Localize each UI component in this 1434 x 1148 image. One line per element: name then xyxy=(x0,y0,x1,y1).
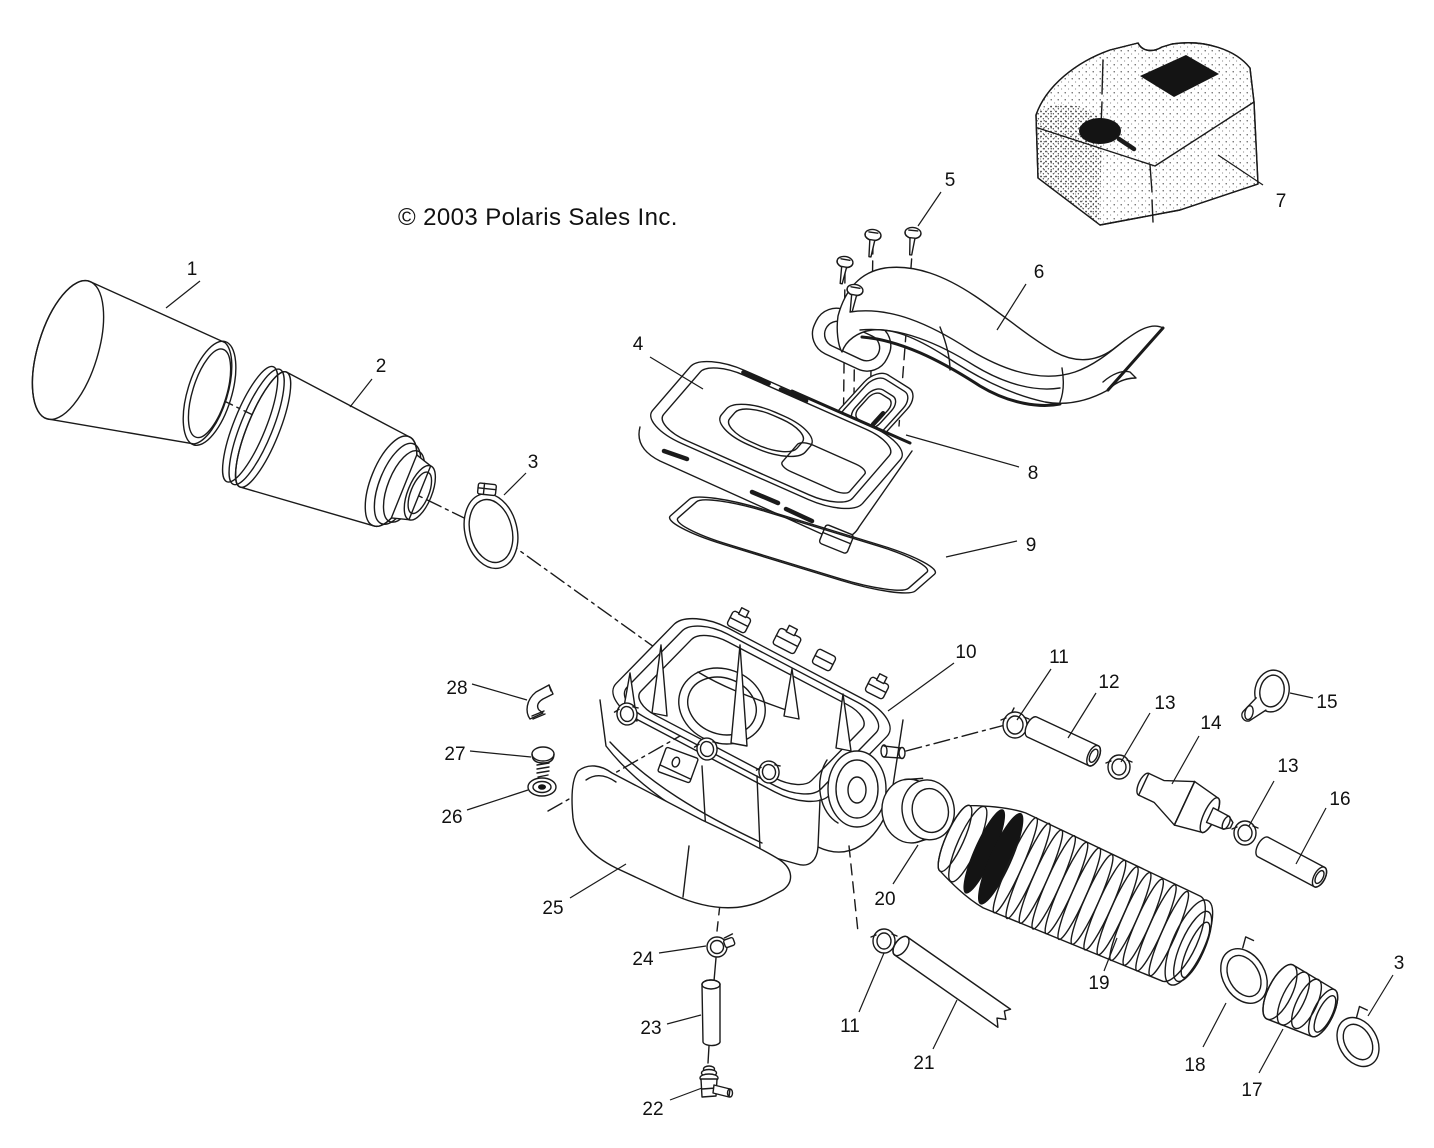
leader-line-25 xyxy=(570,864,626,898)
part-28-cable-clip xyxy=(527,685,553,719)
leader-line-27 xyxy=(470,751,531,757)
leader-line-6 xyxy=(997,284,1026,330)
callout-3: 3 xyxy=(528,452,539,473)
callout-18: 18 xyxy=(1184,1055,1205,1076)
leader-line-24 xyxy=(659,946,706,953)
callout-21: 21 xyxy=(913,1053,934,1074)
leader-line-5 xyxy=(918,192,941,226)
leader-line-8 xyxy=(906,435,1019,467)
callout-4: 4 xyxy=(633,334,644,355)
leader-line-11 xyxy=(859,953,884,1012)
leader-line-11 xyxy=(1017,669,1051,720)
callout-11: 11 xyxy=(1049,647,1069,668)
callout-17: 17 xyxy=(1241,1080,1262,1101)
part-13-clamp-b xyxy=(1232,821,1258,845)
callout-16: 16 xyxy=(1329,789,1350,810)
leader-line-3 xyxy=(504,473,526,495)
part-3-clamp-ring-b xyxy=(1327,1004,1392,1074)
callout-13: 13 xyxy=(1277,756,1298,777)
callout-8: 8 xyxy=(1028,463,1039,484)
part-24-clamp xyxy=(707,934,736,981)
callout-24: 24 xyxy=(632,949,654,970)
callout-2: 2 xyxy=(376,356,387,377)
callout-19: 19 xyxy=(1088,973,1109,994)
leader-line-18 xyxy=(1203,1003,1226,1047)
part-9-seal xyxy=(660,490,945,600)
part-5-screws xyxy=(833,227,921,313)
callout-5: 5 xyxy=(945,170,956,191)
part-25-shield xyxy=(572,766,790,908)
callout-3: 3 xyxy=(1394,953,1405,974)
callout-1: 1 xyxy=(187,259,198,280)
callout-9: 9 xyxy=(1026,535,1037,556)
callout-11: 11 xyxy=(840,1016,860,1037)
leader-line-17 xyxy=(1259,1029,1283,1073)
part-16-hose xyxy=(1253,835,1330,890)
leader-line-21 xyxy=(933,1000,957,1049)
part-22-drain-fitting xyxy=(700,1066,733,1097)
leader-line-20 xyxy=(893,845,918,884)
part-11-clamp-a xyxy=(1001,708,1029,738)
leader-line-15 xyxy=(1290,693,1313,698)
part-27-screw-spring xyxy=(532,747,554,783)
part-20-outlet-ring xyxy=(877,772,959,848)
callout-12: 12 xyxy=(1098,672,1119,693)
callout-13: 13 xyxy=(1154,693,1175,714)
leader-line-12 xyxy=(1068,693,1096,738)
leader-line-7 xyxy=(1218,155,1263,185)
part-18-clamp-ring xyxy=(1209,934,1281,1011)
part-15-mount-clip xyxy=(1241,665,1293,728)
callout-28: 28 xyxy=(446,678,467,699)
leader-line-4 xyxy=(650,357,703,389)
callout-20: 20 xyxy=(874,889,895,910)
part-19-corrugated-boot xyxy=(926,787,1226,997)
leader-line-22 xyxy=(670,1088,702,1100)
callout-22: 22 xyxy=(642,1099,663,1120)
leader-line-13 xyxy=(1249,781,1274,826)
part-4-airbox-cover xyxy=(639,352,913,554)
leader-line-13 xyxy=(1121,713,1150,762)
part-21-hose xyxy=(890,934,1012,1029)
part-2-filter-element xyxy=(212,361,454,555)
part-26-washer xyxy=(528,778,556,796)
part-17-coupler-sleeve xyxy=(1256,960,1345,1045)
leader-line-28 xyxy=(472,684,527,700)
callout-6: 6 xyxy=(1034,262,1045,283)
part-10-airbox-base xyxy=(600,605,905,865)
leader-line-1 xyxy=(166,281,200,308)
leader-line-10 xyxy=(888,663,954,711)
foam-pad-hole xyxy=(1079,118,1121,144)
leader-line-19 xyxy=(1104,938,1117,971)
callout-10: 10 xyxy=(955,642,976,663)
copyright-text: © 2003 Polaris Sales Inc. xyxy=(398,204,678,231)
leader-line-16 xyxy=(1296,808,1326,864)
leader-line-23 xyxy=(667,1015,701,1024)
leader-line-3 xyxy=(1368,975,1393,1016)
leader-line-26 xyxy=(467,790,528,810)
part-1-foam-sleeve xyxy=(18,272,251,468)
part-3-hose-clamp xyxy=(454,476,526,574)
box-bracket xyxy=(658,747,699,783)
leader-line-14 xyxy=(1172,736,1199,784)
callout-15: 15 xyxy=(1316,692,1337,713)
part-12-hose xyxy=(1022,715,1103,768)
leader-line-9 xyxy=(946,541,1017,557)
callout-27: 27 xyxy=(444,744,465,765)
part-7-foam-pad xyxy=(1036,43,1258,225)
part-23-drain-tube xyxy=(702,980,720,1063)
foam-pad-patch xyxy=(1140,55,1219,97)
callout-14: 14 xyxy=(1200,713,1222,734)
callout-25: 25 xyxy=(542,898,563,919)
callout-7: 7 xyxy=(1276,191,1287,212)
part-13-clamp-a xyxy=(1106,755,1132,779)
part-6-intake-duct xyxy=(805,267,1163,405)
callout-26: 26 xyxy=(441,807,462,828)
leader-line-2 xyxy=(350,379,372,407)
part-14-check-valve xyxy=(1129,760,1242,847)
callout-23: 23 xyxy=(640,1018,661,1039)
